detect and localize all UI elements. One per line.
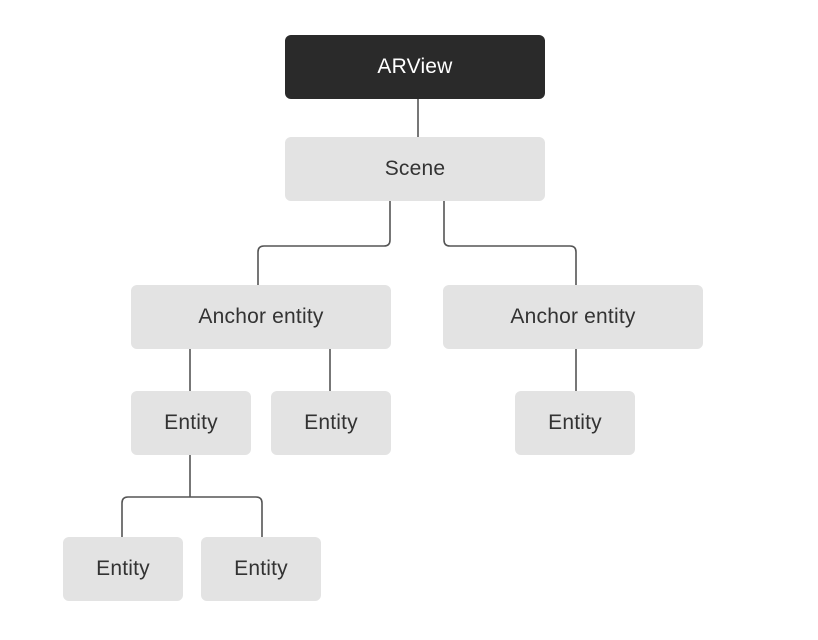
connector-entity-1-entity-5	[190, 496, 263, 537]
connector-scene-anchor-1	[257, 201, 391, 285]
entity-node: Entity	[201, 537, 321, 601]
entity-node: Entity	[131, 391, 251, 455]
entity-node: Entity	[271, 391, 391, 455]
arview-node: ARView	[285, 35, 545, 99]
scene-node: Scene	[285, 137, 545, 201]
connector-scene-anchor-2	[443, 201, 577, 285]
connector-entity-1-entity-4	[121, 496, 190, 537]
anchor-entity-node: Anchor entity	[443, 285, 703, 349]
anchor-entity-node: Anchor entity	[131, 285, 391, 349]
entity-node: Entity	[63, 537, 183, 601]
entity-node: Entity	[515, 391, 635, 455]
